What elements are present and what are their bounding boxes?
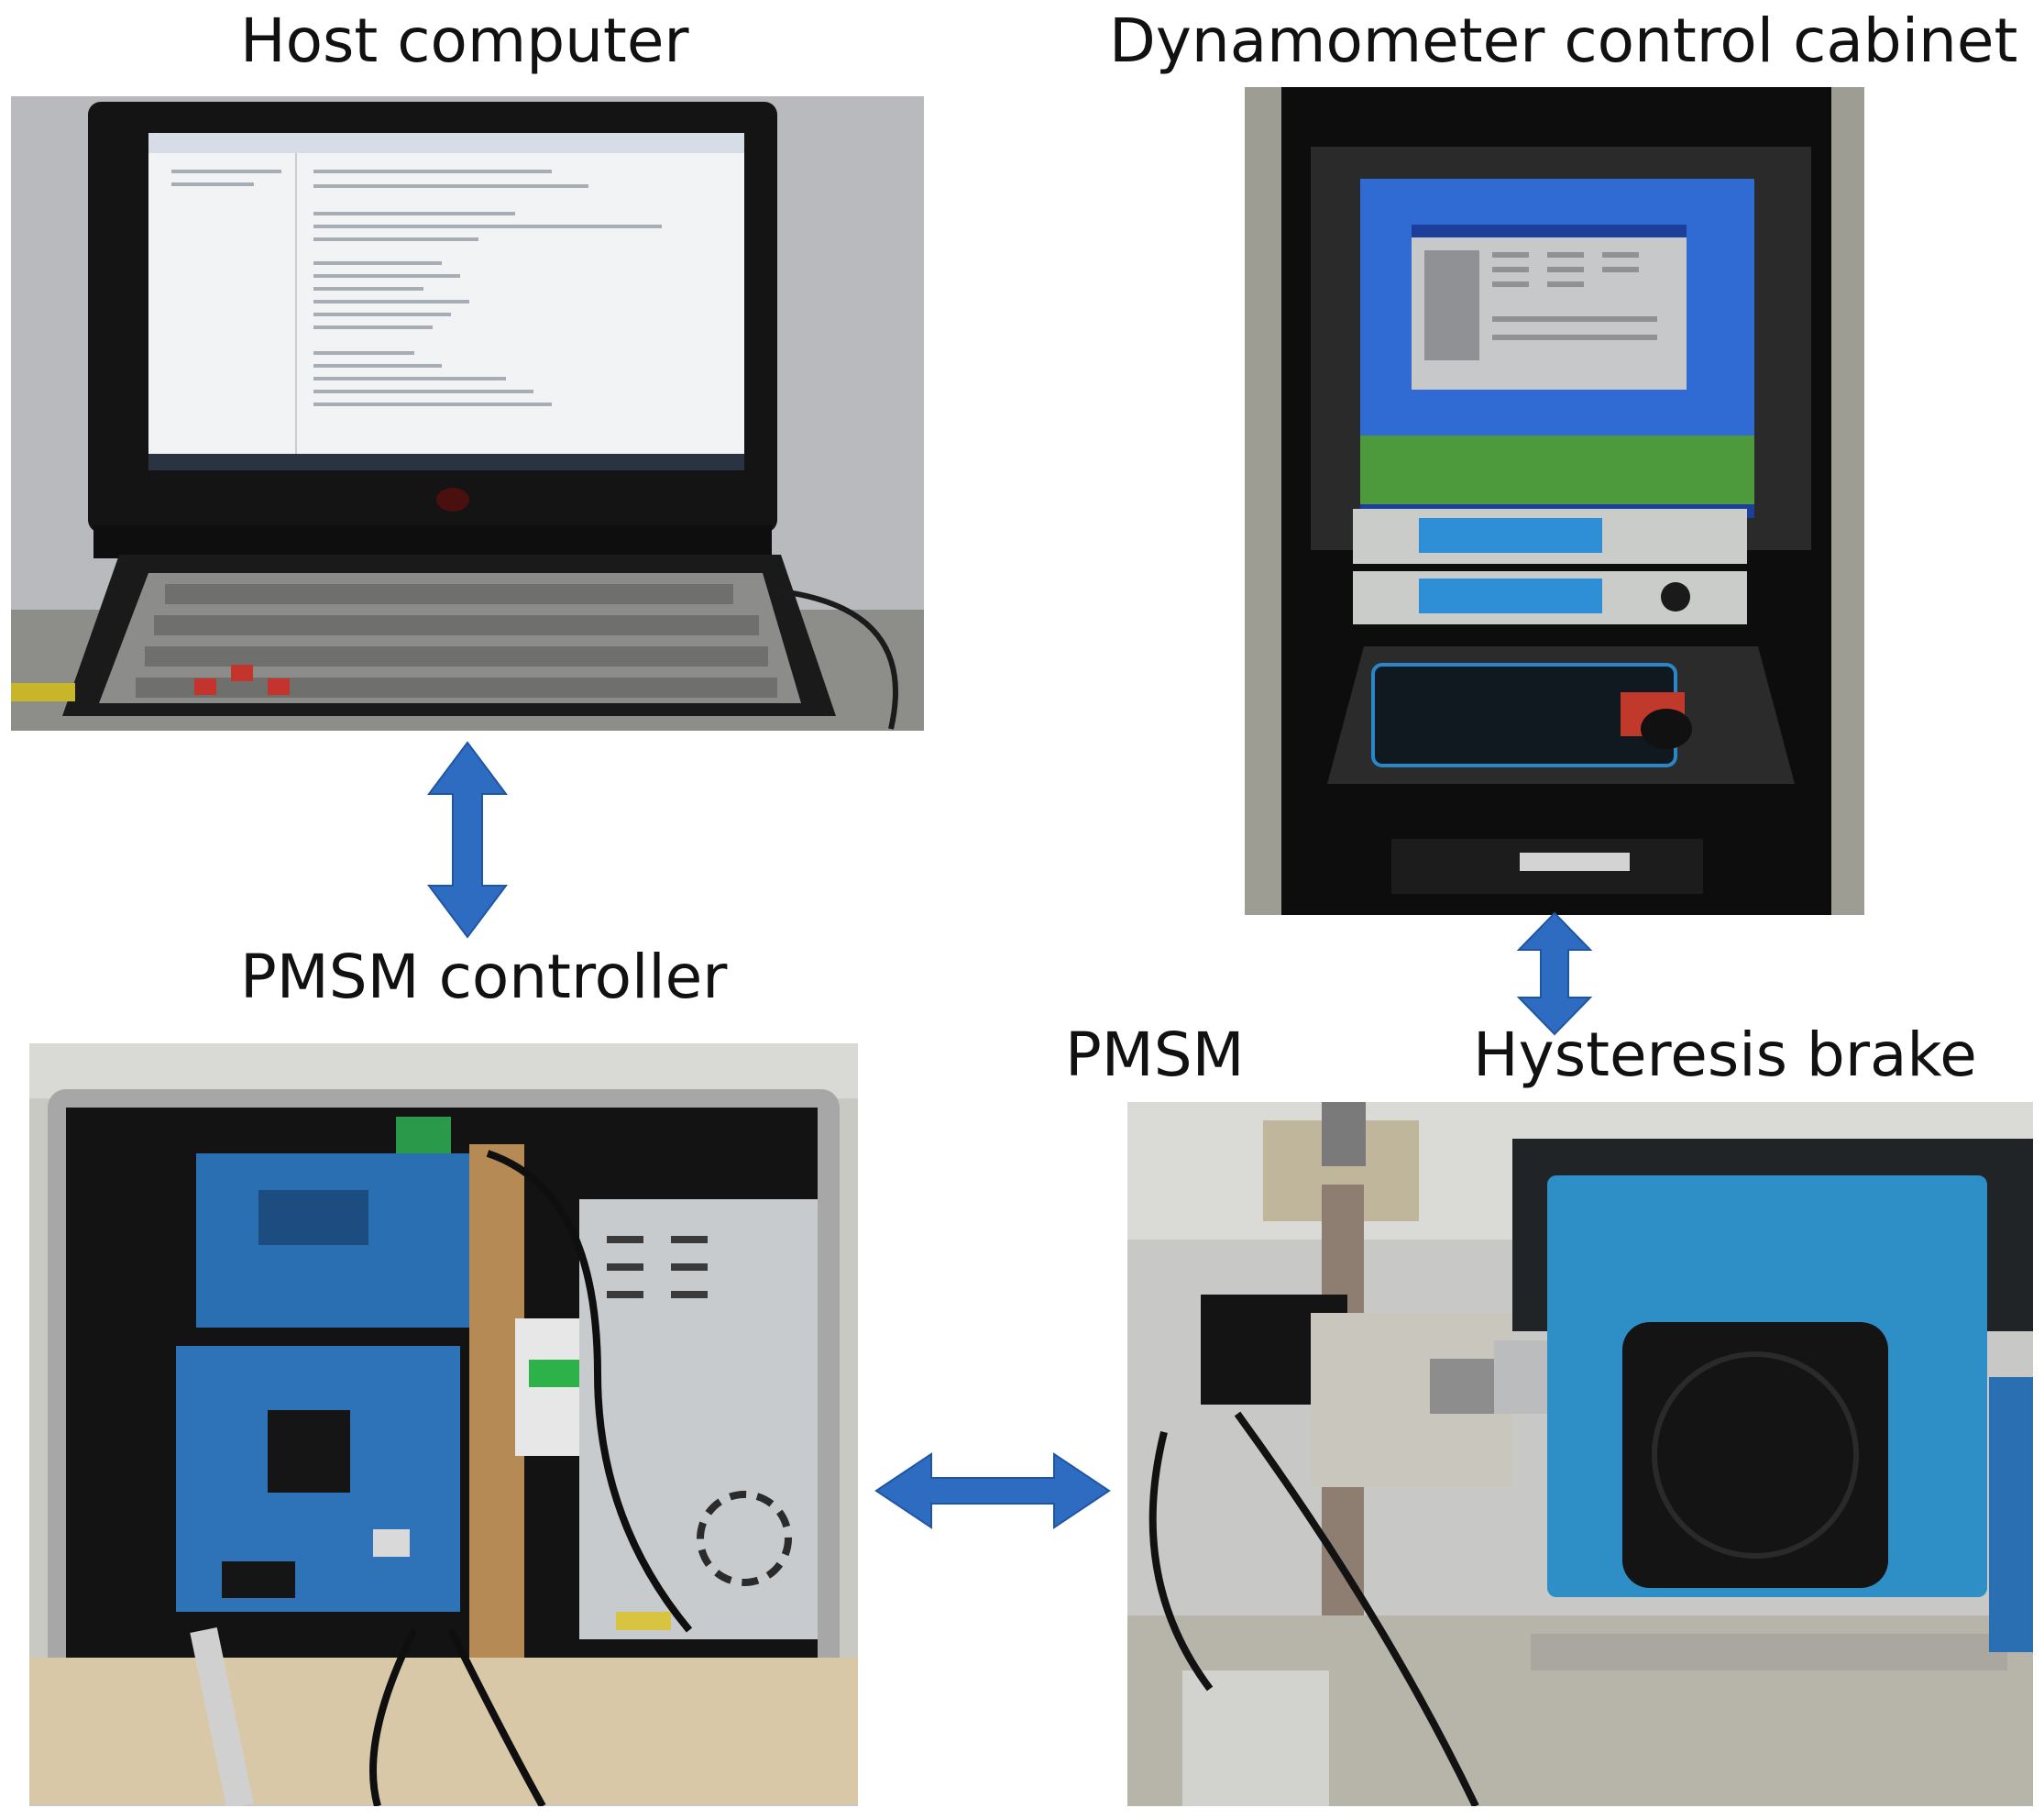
controller-pmsm-double-arrow [874,1452,1111,1529]
pmsm-label: PMSM [1065,1020,1245,1090]
pmsm-controller-photo [29,1043,858,1806]
dynamometer-cabinet-photo [1245,87,1864,915]
hysteresis-brake-label: Hysteresis brake [1473,1020,1977,1090]
dynamometer-cabinet-label: Dynamometer control cabinet [1109,6,2018,76]
arrow-shape [1517,911,1592,1036]
cabinet-brake-double-arrow [1517,911,1592,1036]
pmsm-controller-label: PMSM controller [240,942,728,1012]
arrow-shape [427,741,508,939]
host-computer-photo [11,96,924,731]
host-computer-label: Host computer [240,6,689,76]
pmsm-brake-photo [1127,1102,2033,1806]
arrow-shape [874,1452,1111,1529]
host-controller-double-arrow [427,741,508,939]
